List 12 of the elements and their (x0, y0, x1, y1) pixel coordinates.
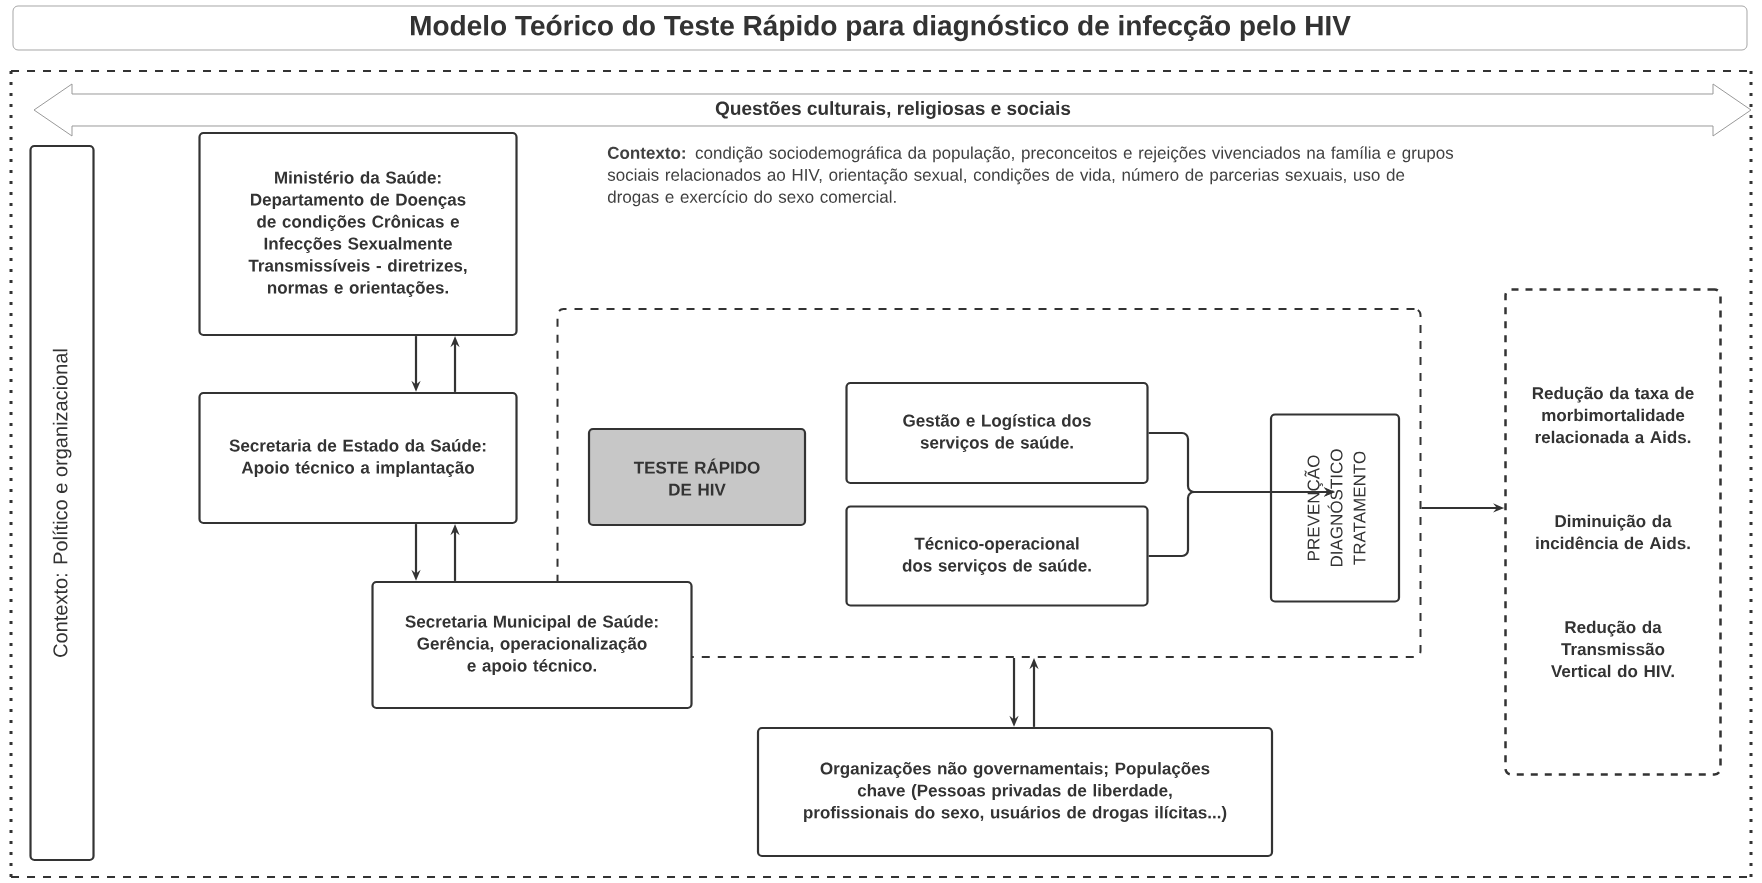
process-box: PREVENÇÃO DIAGNÓSTICO TRATAMENTO (1269, 413, 1401, 603)
process-box: Secretaria Municipal de Saúde: Gerência, operacionalização e apoio técnico. (371, 580, 693, 710)
process-box: Técnico-operacional dos serviços de saúde. (845, 505, 1149, 607)
outcomes-box: Redução da taxa de morbimortalidade relacionada a Aids. Diminuição da incidência de Aids. Redução da Transmissão Vertical do HIV. (1504, 288, 1722, 776)
context-box: Contexto: Político e organizacional (29, 144, 95, 862)
process-box: Secretaria de Estado da Saúde: Apoio técnico a implantação (198, 391, 518, 525)
double-arrow-band: Questões culturais, religiosas e sociais (33, 83, 1752, 137)
process-box: Organizações não governamentais; Populações chave (Pessoas privadas de liberdade, profissionais do sexo, usuários de drogas ilícitas...) (756, 726, 1274, 858)
process-box: Gestão e Logística dos serviços de saúde. (845, 381, 1149, 485)
process-box: Ministério da Saúde: Departamento de Doenças de condições Crônicas e Infecções Sexualmente Transmissíveis - diretrizes, normas e orientações. (198, 131, 518, 337)
title-box: Modelo Teórico do Teste Rápido para diagnóstico de infecção pelo HIV (12, 5, 1748, 51)
process-box: TESTE RÁPIDO DE HIV (587, 427, 807, 527)
